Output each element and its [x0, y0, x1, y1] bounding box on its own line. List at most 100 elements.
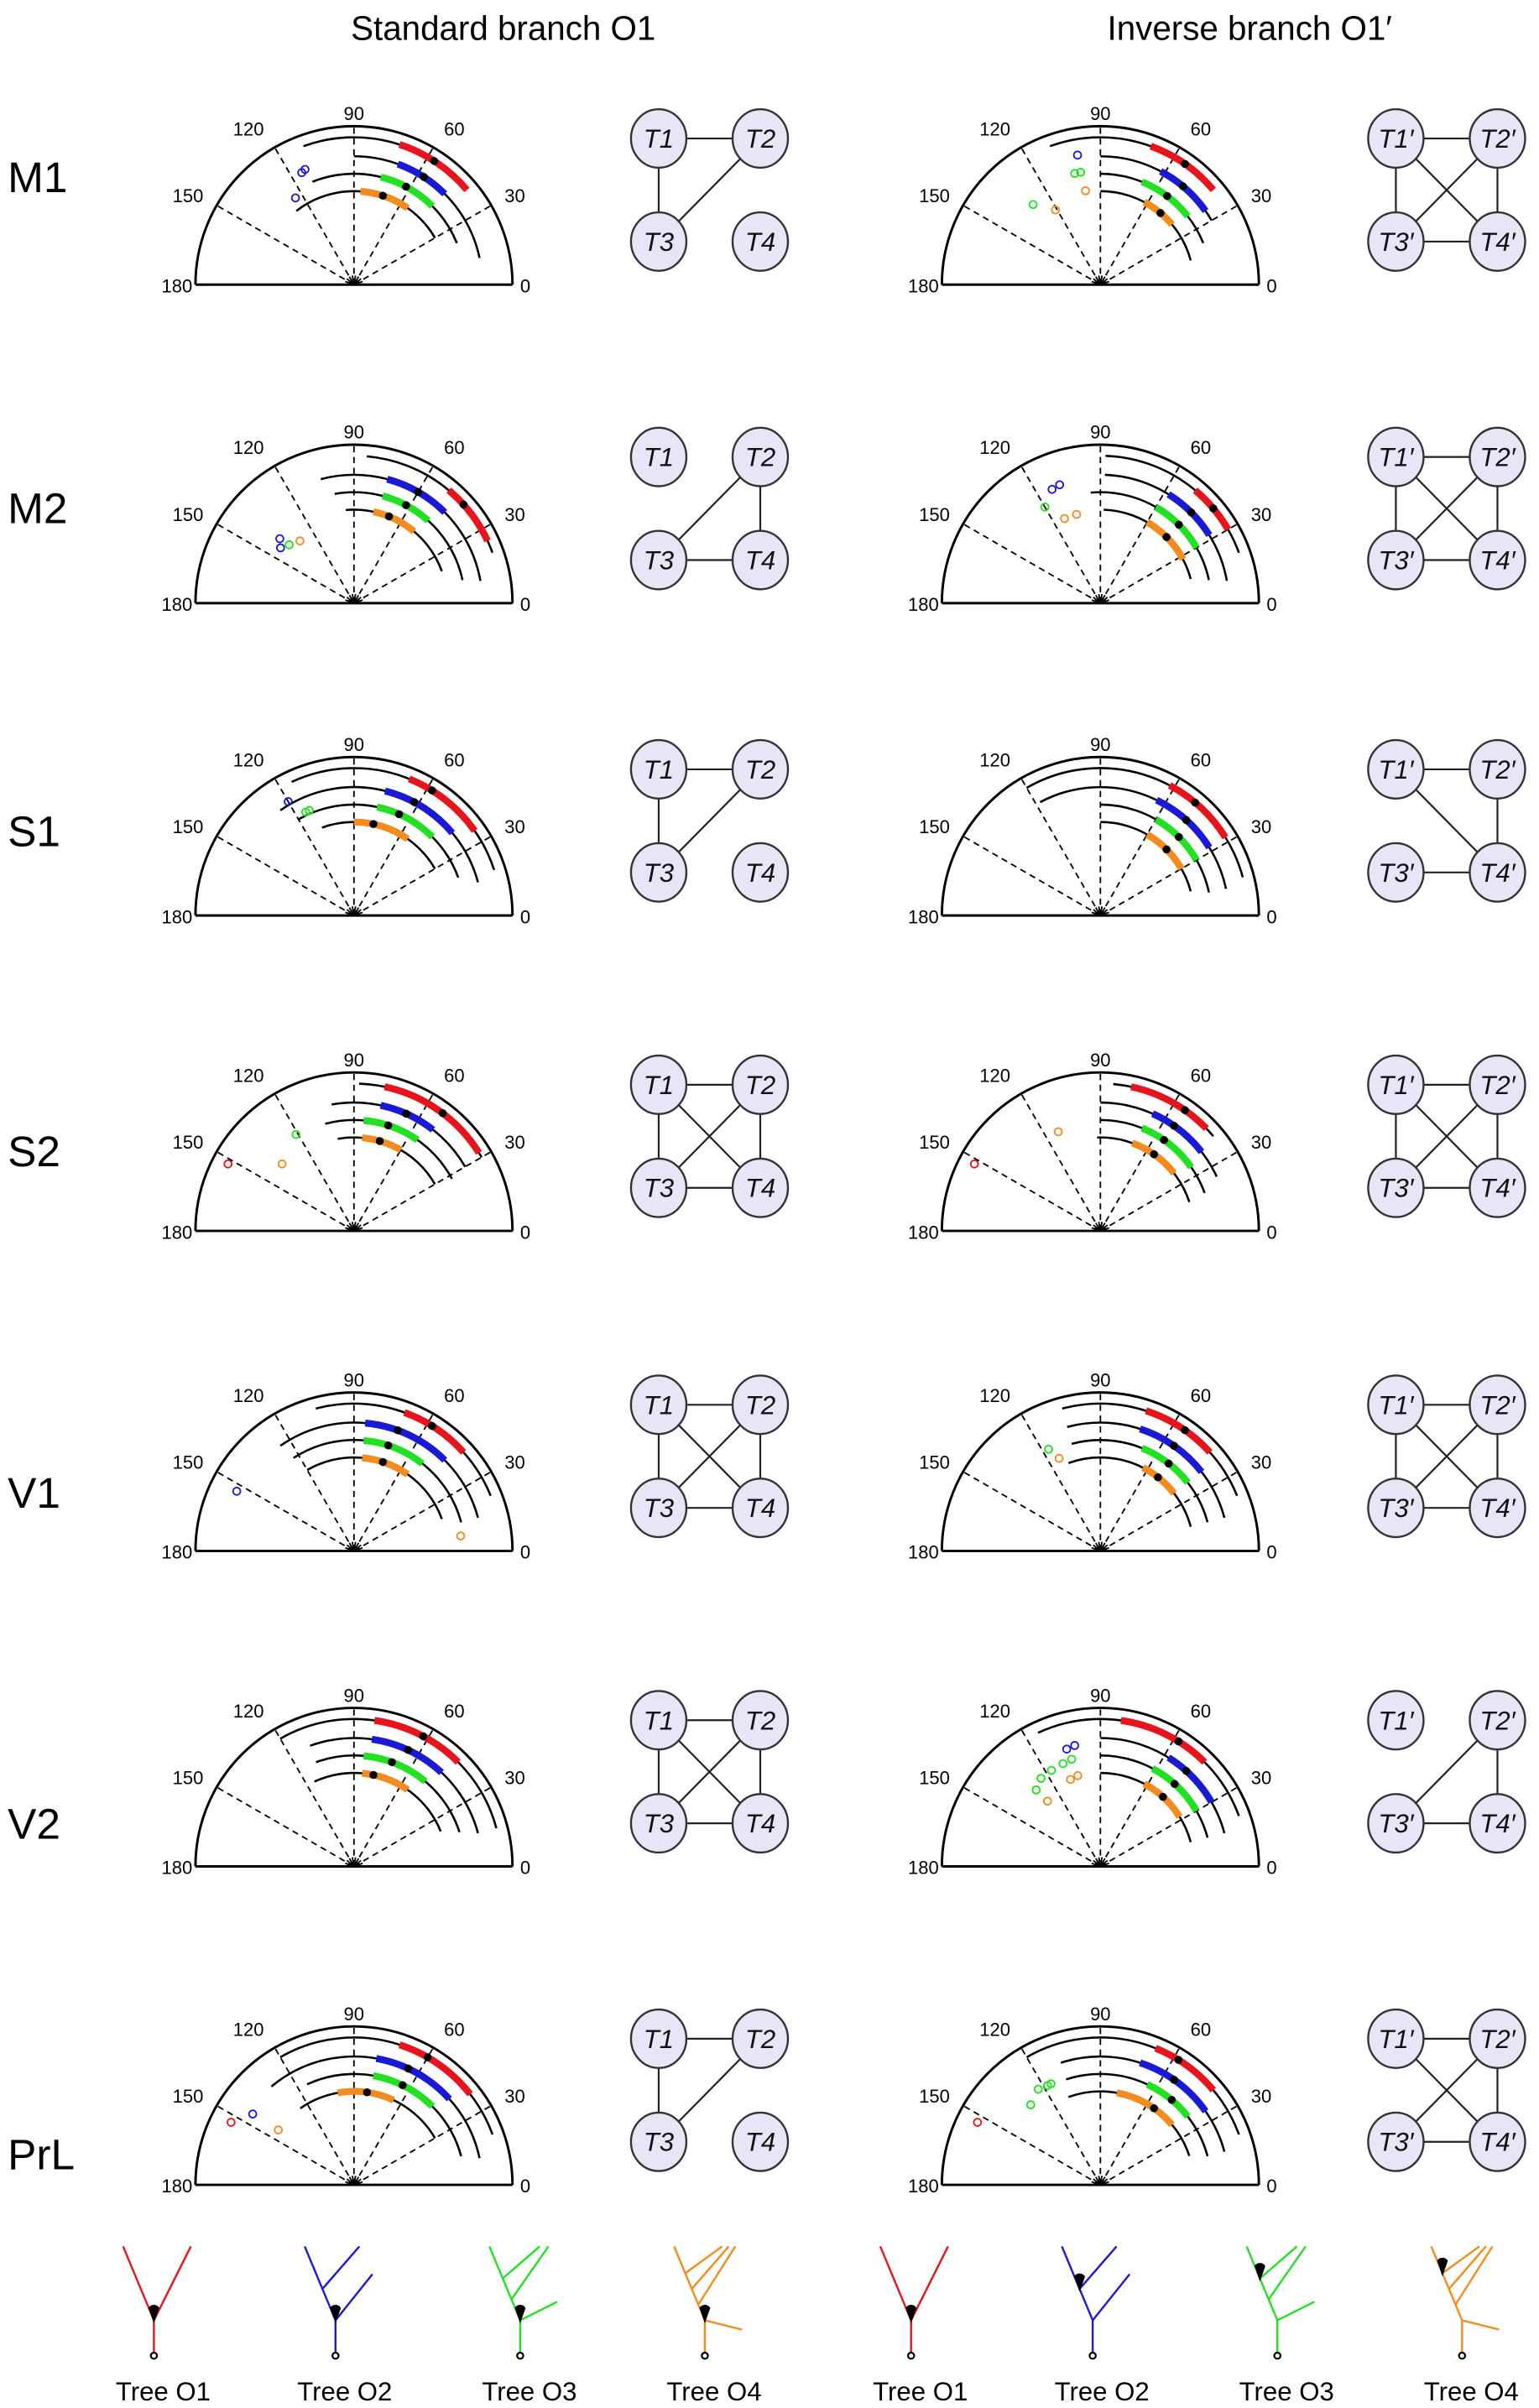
tick-label-30: 30: [504, 1767, 524, 1788]
tick-label-0: 0: [1266, 1222, 1276, 1243]
interval-O4: [1115, 2089, 1175, 2128]
outlier-O2: [1072, 150, 1083, 160]
mean-marker-O3: [402, 501, 410, 509]
tick-label-90: 90: [1090, 1685, 1110, 1706]
tick-label-180: 180: [162, 594, 193, 615]
outlier-O4: [277, 1159, 287, 1169]
row-label: S2: [8, 1128, 60, 1175]
tree-label: Tree O3: [482, 2377, 576, 2406]
graph-node-4: T4: [731, 1793, 790, 1854]
mean-marker-O3: [1171, 1780, 1179, 1788]
tree-O3-inverse: Tree O3: [1239, 2245, 1334, 2406]
graph-node-4: T4′: [1469, 2111, 1526, 2172]
outlier-O1: [223, 1159, 233, 1169]
tick-label-150: 150: [173, 1132, 204, 1153]
outlier-O3: [1025, 2100, 1036, 2109]
mean-marker-O2: [410, 798, 419, 806]
graph-node-3: T3: [629, 529, 688, 591]
tree-O2-inverse: Tree O2: [1055, 2245, 1150, 2406]
svg-text:T1: T1: [644, 124, 674, 154]
graph-node-1: T1′: [1367, 1374, 1425, 1436]
graph-node-2: T2′: [1469, 2008, 1526, 2069]
graph-node-3: T3: [629, 211, 688, 272]
tick-label-60: 60: [1191, 1385, 1211, 1406]
tick-label-60: 60: [444, 1701, 464, 1722]
mean-marker-O1: [428, 786, 436, 795]
outlier-O4: [1051, 205, 1061, 215]
svg-text:T1′: T1′: [1378, 443, 1414, 472]
interval-O1: [1120, 1717, 1208, 1765]
tick-label-0: 0: [1266, 594, 1276, 615]
svg-text:T1: T1: [644, 1706, 674, 1735]
outlier-O2: [1055, 480, 1065, 490]
tick-label-60: 60: [1191, 2019, 1211, 2040]
tick-label-180: 180: [162, 906, 193, 927]
interval-O1: [383, 1083, 483, 1155]
tree-label: Tree O2: [297, 2377, 392, 2406]
ring-O1: [1105, 455, 1240, 554]
mean-marker-O1: [1191, 798, 1200, 807]
tick-label-60: 60: [1191, 1701, 1211, 1722]
tick-label-60: 60: [1191, 1065, 1211, 1086]
graph-node-2: T2′: [1469, 108, 1526, 169]
outlier-O4: [1053, 1127, 1063, 1137]
svg-text:T3: T3: [644, 1174, 675, 1203]
outlier-O4: [1054, 1453, 1064, 1463]
mean-marker-O1: [423, 2053, 432, 2061]
tick-label-180: 180: [162, 275, 193, 296]
ring-O1: [279, 1717, 498, 1829]
ring-O1: [1025, 767, 1244, 878]
interval-O1: [1154, 2045, 1217, 2093]
tick-label-120: 120: [233, 1065, 264, 1086]
graph-node-4: T4: [731, 529, 790, 591]
interval-O2: [383, 787, 456, 836]
mean-marker-O4: [384, 512, 394, 521]
branch-marker-icon: [1255, 2263, 1265, 2282]
graph-node-2: T2′: [1469, 1690, 1526, 1751]
svg-text:T4: T4: [745, 227, 775, 257]
outlier-O2: [300, 164, 310, 175]
tick-label-90: 90: [1090, 103, 1110, 124]
graph-node-2: T2: [731, 1690, 790, 1751]
tick-label-30: 30: [504, 185, 524, 206]
mean-marker-O4: [1159, 1792, 1167, 1801]
graph-node-3: T3: [629, 1793, 688, 1854]
tick-label-120: 120: [979, 119, 1010, 140]
title-inverse: Inverse branch O1′: [1108, 9, 1392, 48]
graph-node-4: T4: [731, 1157, 790, 1218]
mean-marker-O3: [1160, 1136, 1168, 1144]
graph-node-3: T3′: [1367, 1157, 1425, 1218]
tick-label-180: 180: [908, 2176, 939, 2197]
mean-marker-O3: [1163, 191, 1171, 201]
outlier-O4: [1060, 513, 1069, 524]
svg-text:T4′: T4′: [1479, 1493, 1516, 1523]
svg-text:T1: T1: [644, 1071, 674, 1100]
mean-marker-O2: [414, 487, 423, 497]
graph-node-1: T1: [629, 1374, 688, 1436]
graph-node-3: T3: [629, 1478, 688, 1539]
graph-node-2: T2′: [1469, 1374, 1526, 1436]
graph-node-2: T2: [731, 738, 790, 800]
graph-node-4: T4′: [1469, 1157, 1526, 1218]
svg-text:T2′: T2′: [1479, 2025, 1516, 2054]
outlier-O4: [1066, 1775, 1075, 1785]
mean-marker-O2: [404, 1746, 413, 1754]
graph-node-4: T4: [731, 211, 790, 272]
outlier-O2: [1062, 1744, 1072, 1754]
svg-text:T3: T3: [644, 1493, 675, 1523]
tree-label: Tree O2: [1055, 2377, 1150, 2406]
svg-text:T2: T2: [745, 755, 775, 784]
outlier-O2: [248, 2109, 258, 2119]
tick-label-180: 180: [162, 1542, 193, 1563]
tick-label-60: 60: [444, 437, 464, 458]
tick-label-120: 120: [233, 750, 264, 771]
mean-marker-O3: [399, 2081, 407, 2090]
outlier-O3: [1028, 200, 1038, 210]
